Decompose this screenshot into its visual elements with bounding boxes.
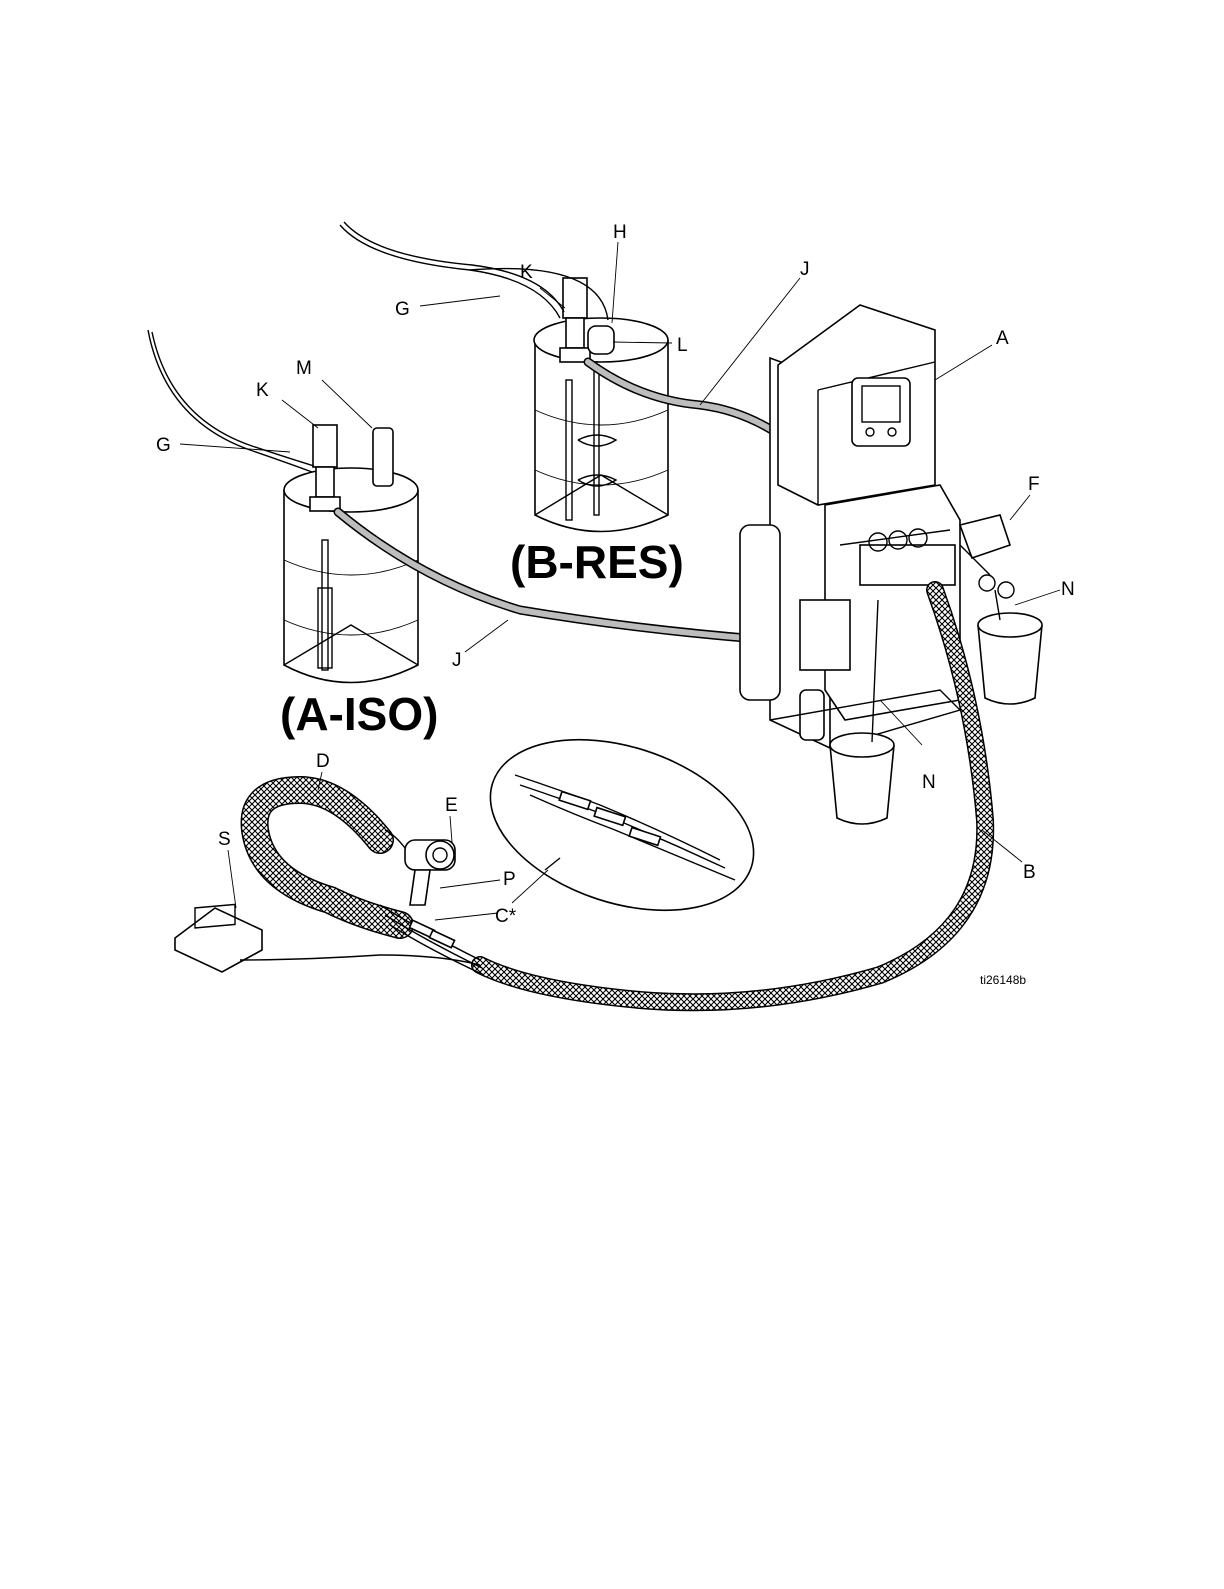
spray-gun <box>385 830 455 905</box>
drum-b-agitator-motor <box>588 326 614 354</box>
callout-m: M <box>296 358 312 379</box>
reactor-proportioner <box>740 305 960 748</box>
callout-l: L <box>677 335 688 356</box>
drum-a-desiccant-dryer <box>373 428 393 486</box>
callout-d: D <box>316 751 330 772</box>
fluid-manifold <box>960 515 1014 598</box>
callout-n-2: N <box>922 772 936 793</box>
advanced-display-module <box>852 378 910 446</box>
callout-n-1: N <box>1061 579 1075 600</box>
callout-b: B <box>1023 862 1036 883</box>
drum-a-title: (A-ISO) <box>280 688 438 740</box>
drum-b-title: (B-RES) <box>510 536 684 588</box>
figure-reference: ti26148b <box>980 973 1026 987</box>
callout-k-1: K <box>256 380 269 401</box>
callout-e: E <box>445 795 458 816</box>
waste-container-1 <box>978 590 1042 704</box>
callout-j-1: J <box>800 259 810 280</box>
callout-g-2: G <box>395 299 410 320</box>
callout-j-2: J <box>452 650 462 671</box>
whip-hose <box>255 790 400 925</box>
callout-s: S <box>218 829 231 850</box>
callout-c: C* <box>495 906 517 927</box>
callout-f: F <box>1028 474 1040 495</box>
drum-a-iso <box>148 330 418 683</box>
callout-h: H <box>613 222 627 243</box>
callout-k-2: K <box>520 262 533 283</box>
callout-a: A <box>996 328 1009 349</box>
drum-a-air-supply-line <box>148 330 312 472</box>
callout-p: P <box>503 869 516 890</box>
callout-g-1: G <box>156 435 171 456</box>
